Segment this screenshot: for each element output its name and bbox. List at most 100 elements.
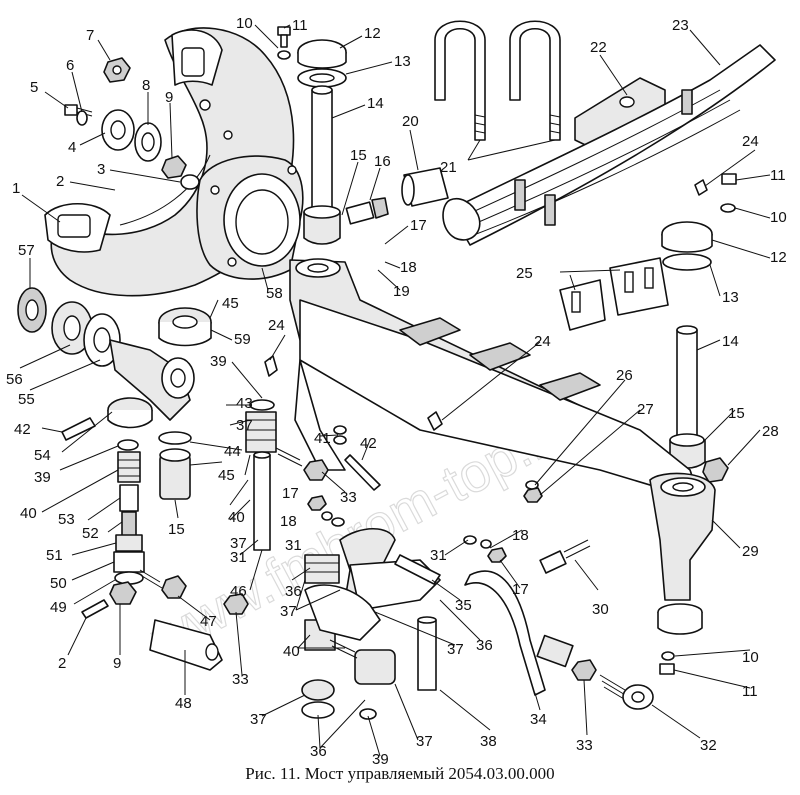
callout-20: 20 [402, 113, 419, 130]
callout-5: 5 [30, 79, 38, 96]
nut-33-mid [303, 459, 329, 481]
callout-39-upper: 39 [210, 353, 227, 370]
bearing-56 [51, 301, 93, 355]
kingpin-14-right [676, 325, 698, 449]
callout-46: 46 [230, 583, 247, 600]
cotter-42-mid [344, 454, 381, 491]
callout-3: 3 [97, 161, 105, 178]
washer-10-top [277, 50, 291, 60]
callout-24-top: 24 [742, 133, 759, 150]
callout-7: 7 [86, 27, 94, 44]
tie-rod-34 [464, 570, 574, 696]
callout-33-left: 33 [232, 671, 249, 688]
callout-26: 26 [616, 367, 633, 384]
callout-23: 23 [672, 17, 689, 34]
callout-10-right: 10 [770, 209, 787, 226]
callout-31-left: 31 [230, 549, 247, 566]
callout-52: 52 [82, 525, 99, 542]
callout-50: 50 [50, 575, 67, 592]
washer-3 [180, 174, 200, 190]
callout-9-bottom: 9 [113, 655, 121, 672]
callout-58: 58 [266, 285, 283, 302]
callout-24-left: 24 [268, 317, 285, 334]
bracket-25-right [609, 257, 669, 316]
knuckle-29 [649, 472, 716, 601]
leader-lines [19, 24, 771, 757]
nut-33-right [571, 659, 597, 681]
bolt-11-top [277, 26, 291, 48]
sleeve-48 [149, 619, 223, 671]
callout-36-right: 36 [476, 637, 493, 654]
callout-10-bottom: 10 [742, 649, 759, 666]
callout-15-left: 15 [168, 521, 185, 538]
seal-13-top [297, 68, 347, 88]
gasket-8 [134, 122, 162, 162]
washer-10-bottom [661, 651, 675, 661]
callout-32: 32 [700, 737, 717, 754]
callout-39-left: 39 [34, 469, 51, 486]
callout-2-bottom: 2 [58, 655, 66, 672]
callout-30: 30 [592, 601, 609, 618]
callout-47: 47 [200, 613, 217, 630]
cotter-2-bottom [81, 599, 109, 619]
callout-labels: 1 2 3 4 5 6 7 8 9 10 11 12 13 14 15 16 1… [6, 15, 787, 768]
callout-8: 8 [142, 77, 150, 94]
u-bolt-21-left [434, 20, 486, 141]
rod-46 [253, 451, 271, 551]
nut-27 [523, 487, 543, 503]
callout-11-right: 11 [770, 167, 786, 184]
callout-55: 55 [18, 391, 35, 408]
callout-42-mid: 42 [360, 435, 377, 452]
u-bolt-21-right [509, 20, 561, 141]
callout-44: 44 [224, 443, 241, 460]
spring-37-lower-right [354, 649, 396, 685]
callout-27: 27 [637, 401, 654, 418]
callout-34: 34 [530, 711, 547, 728]
cap-54 [107, 397, 153, 429]
callout-56: 56 [6, 371, 23, 388]
spring-50 [113, 551, 145, 573]
nut-7 [103, 57, 131, 83]
callout-16: 16 [374, 153, 391, 170]
spring-40-left [117, 451, 141, 483]
callout-14-top: 14 [367, 95, 384, 112]
callout-18-top: 18 [400, 259, 417, 276]
callout-15-top: 15 [350, 147, 367, 164]
callout-40-mid: 40 [228, 509, 245, 526]
callout-53: 53 [58, 511, 75, 528]
callout-29: 29 [742, 543, 759, 560]
washer-39-bottom [359, 708, 377, 720]
callout-17-mid: 17 [282, 485, 299, 502]
callout-48: 48 [175, 695, 192, 712]
washer-31-right [463, 535, 477, 545]
bushing-53 [119, 484, 139, 512]
seal-13-right [662, 253, 712, 271]
washer-10-right [720, 203, 736, 213]
callout-13-right: 13 [722, 289, 739, 306]
callout-25: 25 [516, 265, 533, 282]
bolt-45-mid [275, 447, 303, 467]
callout-41: 41 [314, 430, 331, 447]
callout-31-right: 31 [430, 547, 447, 564]
rod-38 [417, 616, 437, 691]
callout-17-top: 17 [410, 217, 427, 234]
spring-37-lower-left [301, 679, 335, 701]
washer-43 [249, 399, 275, 411]
callout-49: 49 [50, 599, 67, 616]
nut-33-left [223, 593, 249, 615]
callout-9-top: 9 [165, 89, 173, 106]
grease-fitting-24-top [694, 179, 708, 196]
leaf-spring-23 [442, 44, 776, 246]
cap-12-right [661, 221, 713, 253]
callout-17-right: 17 [512, 581, 529, 598]
bolt-35 [394, 554, 441, 585]
tie-rod-end-32 [599, 674, 654, 710]
callout-45-mid: 45 [218, 467, 235, 484]
callout-6: 6 [66, 57, 74, 74]
knuckle-flange [196, 155, 304, 280]
callout-54: 54 [34, 447, 51, 464]
bracket-25-left [559, 279, 606, 331]
washer-6 [76, 110, 88, 126]
bolt-30 [539, 539, 591, 574]
callout-15-right: 15 [728, 405, 745, 422]
